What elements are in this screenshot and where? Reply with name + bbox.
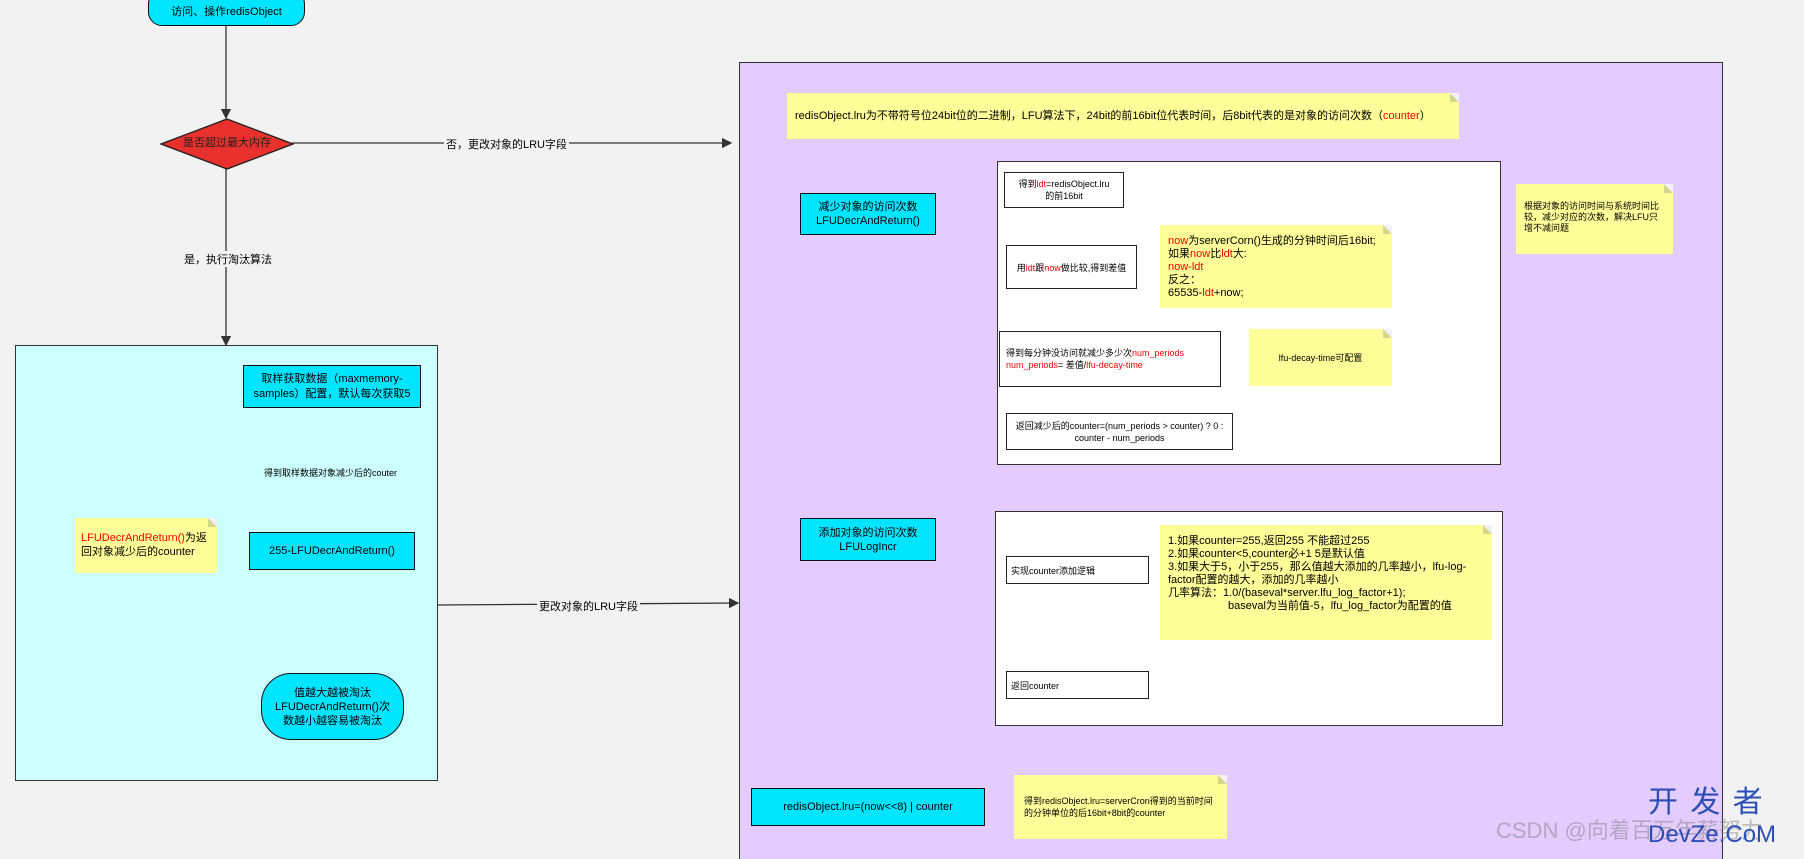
decr-step2-ldt: ldt (1025, 262, 1036, 273)
decr-step3-d: = 差值/ (1058, 360, 1087, 370)
start-terminal: 访问、操作redisObject (148, 0, 305, 26)
lfu-decr-note: LFUDecrAndReturn()为返回对象减少后的counter (75, 518, 217, 573)
decr-step2-e: 做比较,得到差值 (1060, 262, 1127, 273)
incr-box: 添加对象的访问次数 LFULogIncr (800, 518, 936, 561)
incr-note-l2: 2.如果counter<5,counter必+1 5是默认值 (1168, 548, 1365, 560)
note-fold (1383, 225, 1392, 234)
decr-step2-a: 用 (1016, 262, 1026, 273)
start-text: 访问、操作redisObject (171, 5, 282, 18)
final-note: 得到redisObject.lru=serverCron得到的当前时间的分钟单位… (1014, 775, 1227, 839)
incr-note-l1: 1.如果counter=255,返回255 不能超过255 (1168, 535, 1370, 547)
edge-label-update: 更改对象的LRU字段 (537, 598, 641, 614)
csdn-watermark: CSDN @向着百万年薪努力 (1496, 818, 1763, 843)
now-note-l1: 为serverCorn()生成的分钟时间后16bit; (1188, 235, 1376, 247)
note-rest: 为返回对象减少后的counter (81, 532, 207, 558)
incr-step-1: 实现counter添加逻辑 (1006, 556, 1149, 584)
side-note-text: 根据对象的访问时间与系统时间比较，减少对应的次数，解决LFU只增不减问题 (1524, 201, 1660, 233)
decr-step3-a: 得到每分钟没访问就减少多少次 (1006, 348, 1133, 358)
decr-step-2: 用ldt跟now做比较,得到差值 (1006, 245, 1137, 289)
decr-step-3: 得到每分钟没访问就减少多少次num_periods num_periods= 差… (999, 331, 1221, 387)
lru-desc-end: ） (1419, 109, 1431, 122)
decr-step2-c: 跟 (1035, 262, 1045, 273)
lru-desc-counter: counter (1383, 109, 1420, 122)
decr-step-4: 返回减少后的counter=(num_periods > counter) ? … (1006, 413, 1233, 450)
decay-note-text: lfu-decay-time可配置 (1278, 353, 1363, 363)
note-fold (1664, 184, 1673, 193)
decr-step-1: 得到ldt=redisObject.lru 的前16bit (1004, 172, 1124, 208)
decr-step1-d: 的前16bit (1045, 191, 1083, 201)
incr-note-l3: 3.如果大于5，小于255，那么值越大添加的几率越小，lfu-log-facto… (1168, 561, 1467, 586)
lru-desc-main: redisObject.lru为不带符号位24bit位的二进制，LFU算法下，2… (795, 109, 1383, 122)
now-note-l2a: 如果 (1168, 248, 1190, 260)
edge-label-sample: 得到取样数据对象减少后的couter (262, 465, 400, 480)
now-note-l3: now-ldt (1168, 261, 1204, 273)
logo-en: DevZe.CoM (1648, 821, 1777, 848)
now-note-now: now (1168, 235, 1189, 247)
logo-cn: 开 发 者 (1648, 786, 1765, 819)
final-box: redisObject.lru=(now<<8) | counter (751, 788, 985, 826)
calc-box: 255-LFUDecrAndReturn() (249, 532, 415, 570)
final-note-text: 得到redisObject.lru=serverCron得到的当前时间的分钟单位… (1024, 796, 1213, 818)
now-note-l5c: +now; (1213, 287, 1244, 299)
now-note-l2e: 大: (1232, 248, 1247, 260)
note-fold (208, 518, 217, 527)
incr-note: 1.如果counter=255,返回255 不能超过255 2.如果counte… (1160, 525, 1492, 640)
note-fold (1383, 329, 1392, 338)
sample-box: 取样获取数据（maxmemory-samples）配置，默认每次获取5 (243, 365, 421, 408)
decision-text: 是否超过最大内存 (183, 137, 271, 149)
note-fn: LFUDecrAndReturn() (81, 532, 185, 544)
now-note: now为serverCorn()生成的分钟时间后16bit; 如果now比ldt… (1160, 225, 1392, 308)
now-note-l2d: ldt (1221, 248, 1233, 260)
incr-step-2: 返回counter (1006, 671, 1149, 699)
now-note-l5a: 65535- (1168, 287, 1203, 299)
evict-box: 值越大越被淘汰 LFUDecrAndReturn()次数越小越容易被淘汰 (261, 673, 404, 740)
edge-label-no: 否，更改对象的LRU字段 (444, 136, 570, 152)
incr-note-l4: 几率算法：1.0/(baseval*server.lfu_log_factor+… (1168, 587, 1406, 599)
note-fold (1450, 93, 1459, 102)
decr-step3-decay: lfu-decay-time (1086, 360, 1143, 370)
decr-step3-num-periods-2: num_periods (1006, 360, 1059, 370)
decr-step3-num-periods: num_periods (1132, 348, 1185, 358)
decr-box: 减少对象的访问次数 LFUDecrAndReturn() (800, 193, 936, 235)
incr-note-l5: baseval为当前值-5，lfu_log_factor为配置的值 (1228, 600, 1452, 612)
decr-step1-a: 得到 (1018, 179, 1037, 189)
side-note: 根据对象的访问时间与系统时间比较，减少对应的次数，解决LFU只增不减问题 (1516, 184, 1673, 254)
now-note-l2c: 比 (1210, 248, 1222, 260)
decr-step1-ldt: ldt (1036, 179, 1047, 189)
decision-diamond (160, 118, 294, 170)
lru-description-note: redisObject.lru为不带符号位24bit位的二进制，LFU算法下，2… (787, 93, 1459, 139)
decay-note: lfu-decay-time可配置 (1249, 329, 1392, 386)
now-note-l2b: now (1190, 248, 1211, 260)
note-fold (1218, 775, 1227, 784)
decr-step1-c: =redisObject.lru (1046, 179, 1110, 189)
note-fold (1483, 525, 1492, 534)
now-note-l5b: ldt (1202, 287, 1214, 299)
decr-step2-now: now (1044, 262, 1061, 273)
now-note-l4: 反之： (1168, 274, 1201, 286)
edge-label-yes: 是，执行淘汰算法 (182, 251, 274, 267)
